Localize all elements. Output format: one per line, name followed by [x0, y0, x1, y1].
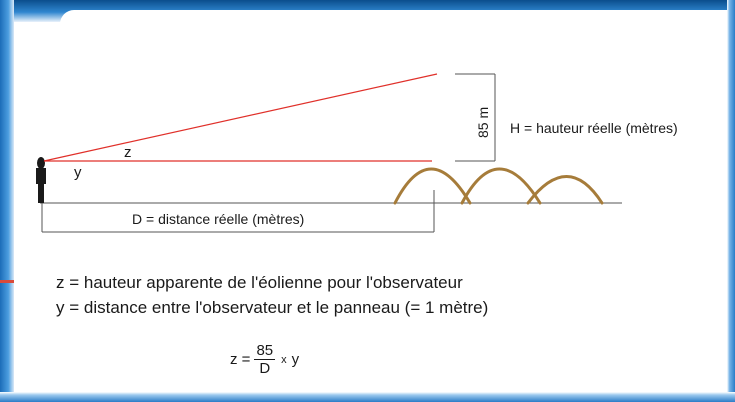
formula-denominator: D [259, 360, 271, 377]
left-decorative-band [0, 0, 14, 402]
formula-operator: x [281, 353, 287, 366]
formula-lhs: z = [230, 351, 251, 368]
hills [393, 167, 604, 205]
observer-icon [36, 157, 46, 203]
bottom-decorative-band [0, 392, 735, 402]
height-caption: H = hauteur réelle (mètres) [510, 120, 678, 136]
left-red-accent [0, 280, 14, 283]
legend: z = hauteur apparente de l'éolienne pour… [56, 270, 488, 320]
inclined-sight-line [43, 73, 438, 162]
top-decorative-band [0, 0, 735, 24]
label-y: y [74, 164, 82, 181]
height-value-label: 85 m [475, 107, 491, 138]
legend-y-definition: y = distance entre l'observateur et le p… [56, 298, 489, 317]
distance-caption: D = distance réelle (mètres) [132, 211, 304, 227]
right-decorative-band [727, 0, 735, 402]
formula-fraction: 85 D [254, 342, 276, 377]
formula-numerator: 85 [256, 342, 274, 359]
label-z: z [124, 144, 132, 161]
legend-z-definition: z = hauteur apparente de l'éolienne pour… [56, 273, 463, 292]
hill-3 [526, 175, 604, 205]
fraction-bar [254, 359, 276, 360]
formula: z = 85 D x y [230, 342, 299, 377]
hill-1 [393, 167, 472, 205]
hill-2 [460, 167, 542, 205]
formula-rhs: y [291, 351, 300, 368]
